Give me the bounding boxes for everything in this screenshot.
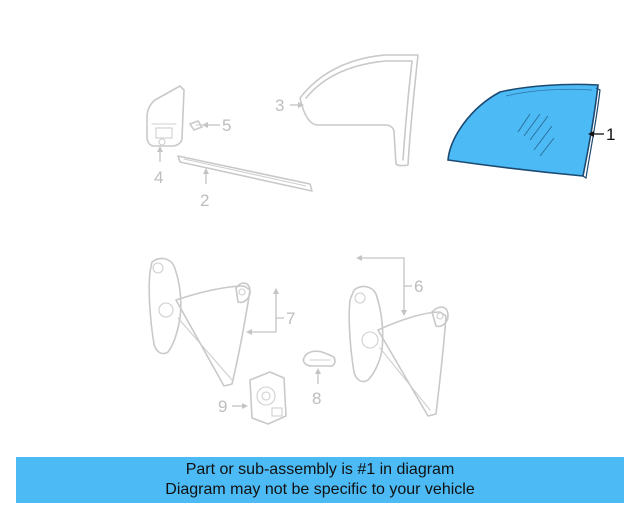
part-4-sail-bracket (146, 85, 185, 147)
leader-3-arrow (298, 102, 304, 108)
parts-diagram: 1 2 3 4 5 6 7 8 9 (146, 54, 615, 425)
caption-line-2: Diagram may not be specific to your vehi… (165, 481, 475, 498)
part-1-door-glass[interactable] (447, 83, 601, 180)
caption-line-1: Part or sub-assembly is #1 in diagram (185, 461, 455, 478)
callout-2[interactable]: 2 (200, 191, 209, 210)
part-7-left-regulator (148, 257, 251, 387)
leader-lines (157, 102, 604, 409)
part-6-right-regulator (348, 285, 449, 417)
callout-numbers: 1 2 3 4 5 6 7 8 9 (154, 96, 615, 416)
callout-6[interactable]: 6 (414, 277, 423, 296)
glass-glare-marks (517, 113, 555, 157)
leader-6-top (360, 257, 405, 286)
caption-banner: Part or sub-assembly is #1 in diagram Di… (16, 457, 624, 503)
leader-7-bottom (250, 318, 277, 333)
part-2-belt-strip (177, 155, 313, 192)
leader-5-arrow (202, 122, 208, 128)
part-8-clip (302, 350, 336, 367)
callout-8[interactable]: 8 (312, 389, 321, 408)
callout-3[interactable]: 3 (275, 96, 284, 115)
callout-1[interactable]: 1 (606, 125, 615, 144)
leader-2-arrow (203, 168, 209, 174)
leader-8-arrow (315, 368, 321, 374)
callout-4[interactable]: 4 (154, 168, 163, 187)
leader-6-bottom-arrow (401, 310, 407, 316)
leader-4-arrow (157, 146, 163, 152)
leader-7-top (275, 292, 284, 319)
leader-6-top-arrow (356, 255, 362, 261)
part-3-frame-seal (299, 54, 419, 167)
callout-9[interactable]: 9 (218, 397, 227, 416)
callout-7[interactable]: 7 (286, 309, 295, 328)
leader-7-top-arrow (273, 288, 279, 294)
leader-1-arrow (588, 131, 594, 137)
leader-9-arrow (242, 403, 248, 409)
leader-7-bottom-arrow (246, 329, 252, 335)
callout-5[interactable]: 5 (222, 116, 231, 135)
part-9-window-motor (249, 371, 287, 425)
